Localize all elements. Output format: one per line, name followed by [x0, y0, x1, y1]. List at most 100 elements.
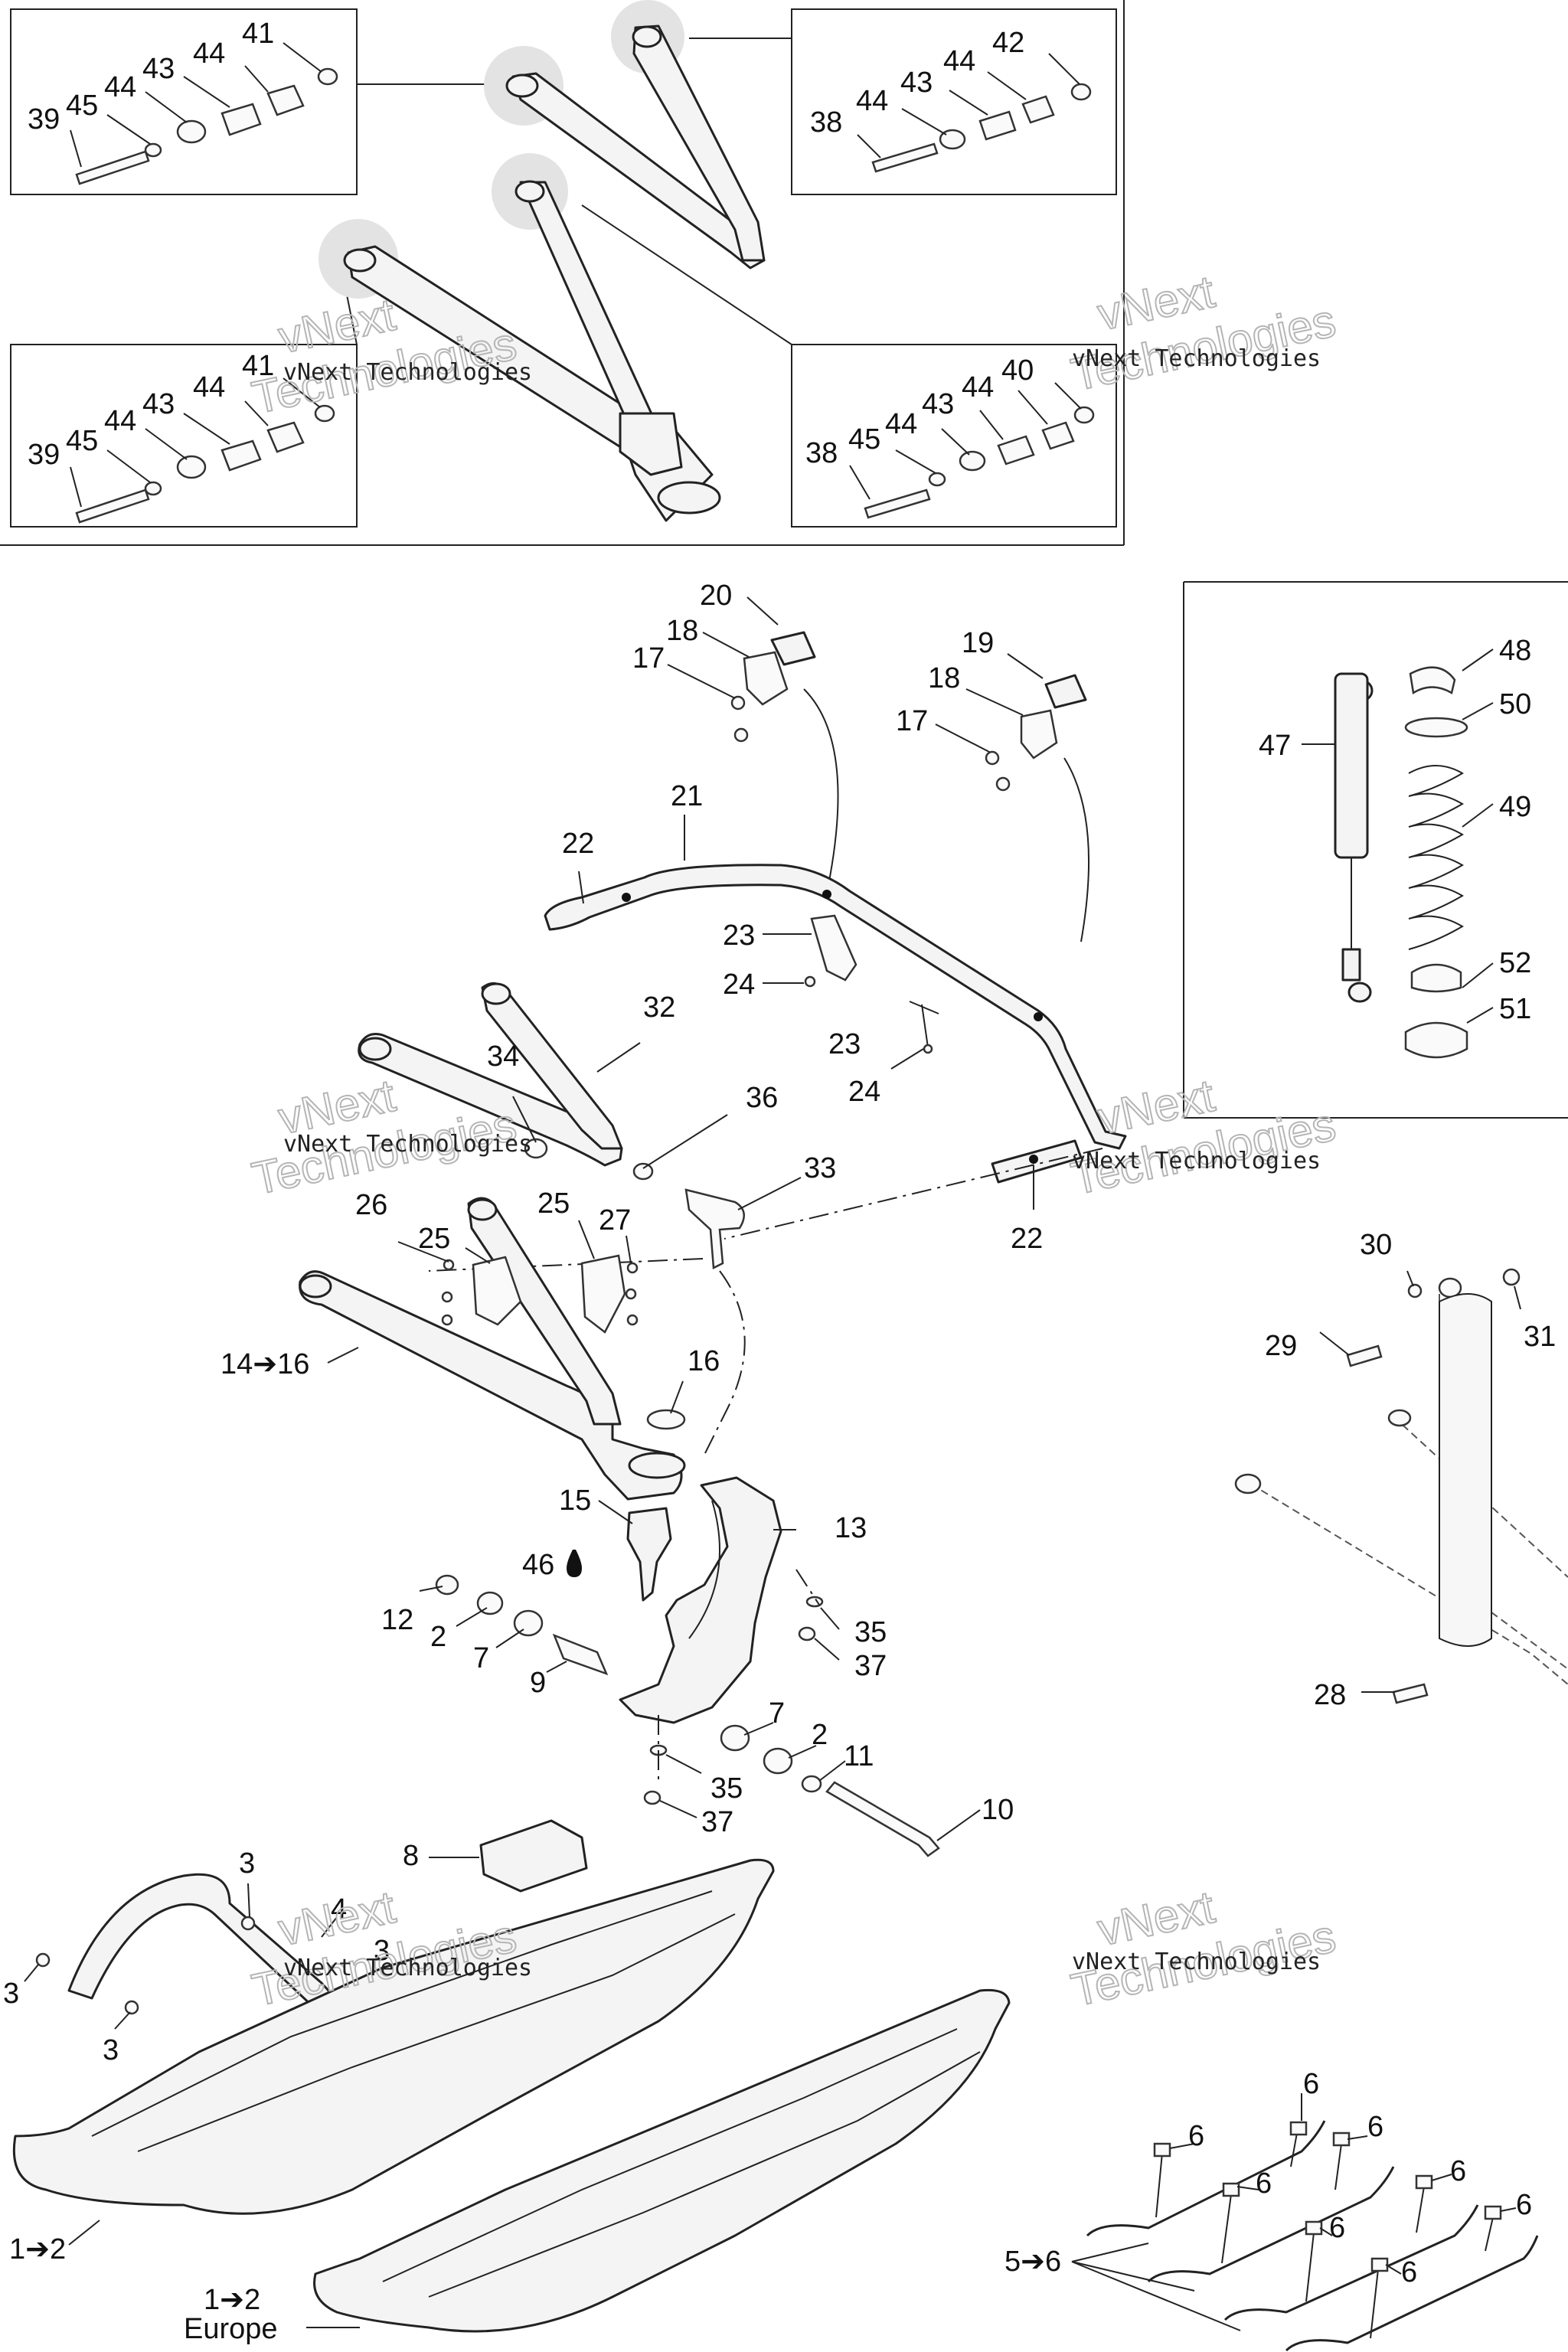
callout-7-right: 7	[769, 1697, 785, 1730]
spindle-13	[619, 1476, 782, 1724]
sway-bar-mount-23	[810, 914, 858, 982]
sway-bar-bushing-20	[770, 631, 816, 666]
bushing-7-left	[513, 1609, 544, 1637]
callout-35-lower: 35	[710, 1772, 743, 1805]
watermark-text-2: vNext Technologies	[1072, 345, 1321, 372]
callout-15: 15	[559, 1485, 591, 1517]
callout-2-right: 2	[812, 1719, 828, 1751]
callout-45-lower-right: 45	[848, 423, 880, 456]
callout-11: 11	[844, 1740, 874, 1772]
callout-6-e: 6	[1450, 2155, 1466, 2187]
bushing-stack-lower-right	[864, 406, 1095, 519]
nut-12	[435, 1574, 459, 1596]
leader-lines-top	[70, 42, 1082, 508]
callout-2-left: 2	[430, 1621, 446, 1653]
spring-49	[1404, 666, 1468, 1059]
callout-14-16: 14➔16	[220, 1348, 309, 1380]
watermark-text-6: vNext Technologies	[1072, 1949, 1321, 1975]
watermark-text-5: vNext Technologies	[283, 1955, 532, 1981]
callout-18-right: 18	[928, 662, 960, 694]
upper-a-arm-detail	[484, 0, 766, 270]
callout-30: 30	[1360, 1229, 1392, 1261]
callout-50: 50	[1499, 688, 1531, 720]
callout-6-b: 6	[1188, 2120, 1204, 2152]
callout-6-h: 6	[1401, 2256, 1417, 2288]
callout-24-lower: 24	[848, 1076, 880, 1108]
callout-27: 27	[599, 1204, 631, 1236]
ski-1-2-europe	[313, 1988, 1011, 2333]
callout-41-lower-left: 41	[242, 350, 274, 382]
callout-23-upper: 23	[723, 920, 755, 952]
callout-36: 36	[746, 1082, 778, 1114]
callout-18-left: 18	[666, 615, 698, 647]
callout-41-upper-left: 41	[242, 18, 274, 50]
callout-39-lower-left: 39	[28, 439, 60, 471]
a-arm-bushing-detail-panel: 39 45 44 43 44 41 38 44 43 44 42 39 45 4…	[0, 0, 1125, 546]
callout-44-upper-right-b: 44	[943, 45, 975, 77]
callout-7-left: 7	[473, 1642, 489, 1674]
callout-43-upper-right: 43	[900, 67, 933, 99]
callout-22-lower: 22	[1011, 1223, 1043, 1255]
callout-3-right: 3	[374, 1935, 390, 1967]
bracket-25-right	[580, 1254, 626, 1334]
callout-49: 49	[1499, 791, 1531, 823]
callout-43-lower-left: 43	[142, 388, 175, 420]
sway-bar-21	[544, 864, 1127, 1150]
upper-a-arm-32	[358, 1033, 623, 1167]
callout-46-with-drop: 46	[522, 1549, 582, 1581]
callout-38-lower-right: 38	[805, 437, 838, 469]
callout-8: 8	[403, 1840, 419, 1872]
callout-21: 21	[671, 780, 703, 812]
bolt-10	[825, 1781, 940, 1857]
bushing-detail-box-lower-right	[791, 344, 1117, 528]
lower-a-arm-14-16	[299, 1270, 683, 1501]
callout-26: 26	[355, 1189, 387, 1221]
watermark-text-4: vNext Technologies	[1072, 1148, 1321, 1174]
leader-lines-shock	[1302, 648, 1521, 1693]
callout-23-lower: 23	[828, 1028, 861, 1060]
callout-38-upper-right: 38	[810, 106, 842, 139]
callout-28: 28	[1314, 1679, 1346, 1711]
bushing-detail-box-lower-left	[10, 344, 358, 528]
carbide-runners-5-6	[1086, 2120, 1539, 2352]
callout-32: 32	[643, 991, 675, 1024]
callout-48: 48	[1499, 635, 1531, 667]
ski-loop	[67, 1873, 338, 2015]
sway-bar-bracket-18b	[1020, 709, 1058, 760]
bushing-stack-upper-right	[871, 83, 1092, 173]
shock-absorber-47	[1334, 672, 1374, 1003]
callout-6-f: 6	[1329, 2212, 1345, 2244]
callout-45-upper-left: 45	[66, 90, 98, 122]
callout-44-upper-left-a: 44	[104, 71, 136, 103]
callout-31: 31	[1524, 1321, 1556, 1353]
bushing-detail-box-upper-left	[10, 8, 358, 195]
callout-44-lower-right-a: 44	[885, 408, 917, 440]
callout-29: 29	[1265, 1330, 1297, 1362]
callout-12: 12	[381, 1604, 413, 1636]
callout-39-upper-left: 39	[28, 103, 60, 136]
watermark-6: vNext Technologies	[1067, 1880, 1341, 2017]
callout-5-6: 5➔6	[1004, 2246, 1061, 2278]
callout-34: 34	[487, 1040, 519, 1073]
bushing-7-right	[720, 1724, 750, 1752]
ski-pad-8	[479, 1819, 588, 1893]
watermark-2: vNext Technologies	[1067, 265, 1341, 401]
callout-1-2-europe: 1➔2	[204, 2284, 260, 2316]
callout-6-d: 6	[1256, 2167, 1272, 2200]
installed-suspension-view	[1234, 1268, 1568, 1704]
skis-assembly: 3 4 3 3 3 8 1➔2 1➔2 Europe 5➔6 6 6 6 6 6…	[3, 1819, 1539, 2352]
bushing-stack-lower-left	[75, 404, 335, 524]
callout-43-lower-right: 43	[922, 388, 954, 420]
callout-44-lower-right-b: 44	[962, 371, 994, 403]
callout-46: 46	[522, 1549, 554, 1581]
ball-joint-33	[684, 1188, 745, 1269]
callout-37-lower: 37	[701, 1806, 733, 1838]
callout-19: 19	[962, 627, 994, 659]
callout-45-lower-left: 45	[66, 425, 98, 457]
lower-a-arm-detail	[318, 153, 721, 522]
callout-1-2: 1➔2	[9, 2233, 66, 2265]
callout-44-lower-left-b: 44	[193, 371, 225, 403]
callout-6-g: 6	[1516, 2189, 1532, 2221]
shock-absorber-detail: 47 48 50 49 52 51 30 29 31 28	[1183, 581, 1568, 1711]
